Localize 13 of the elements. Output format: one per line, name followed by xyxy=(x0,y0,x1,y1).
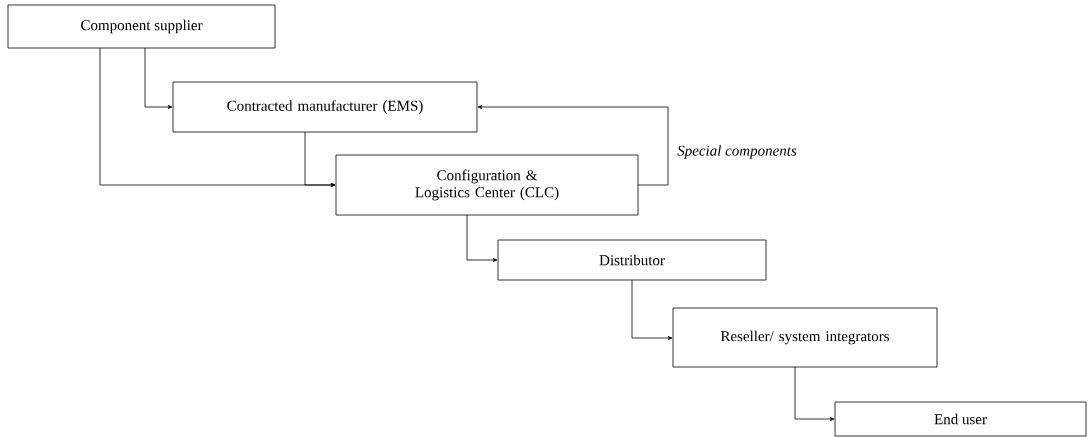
process-box: Distributor xyxy=(497,239,767,281)
arrow xyxy=(144,47,173,109)
arrow xyxy=(794,366,835,421)
arrow xyxy=(631,279,673,340)
arrow xyxy=(477,105,669,186)
process-box: Configuration & Logistics Center (CLC) xyxy=(335,154,639,216)
process-box: Contracted manufacturer (EMS) xyxy=(172,81,478,133)
edge-label: Special components xyxy=(676,144,798,160)
process-box: Component supplier xyxy=(7,4,276,49)
arrow xyxy=(304,131,336,187)
process-box: End user xyxy=(834,401,1087,437)
process-box: Reseller/ system integrators xyxy=(672,307,938,368)
arrow xyxy=(466,214,498,262)
